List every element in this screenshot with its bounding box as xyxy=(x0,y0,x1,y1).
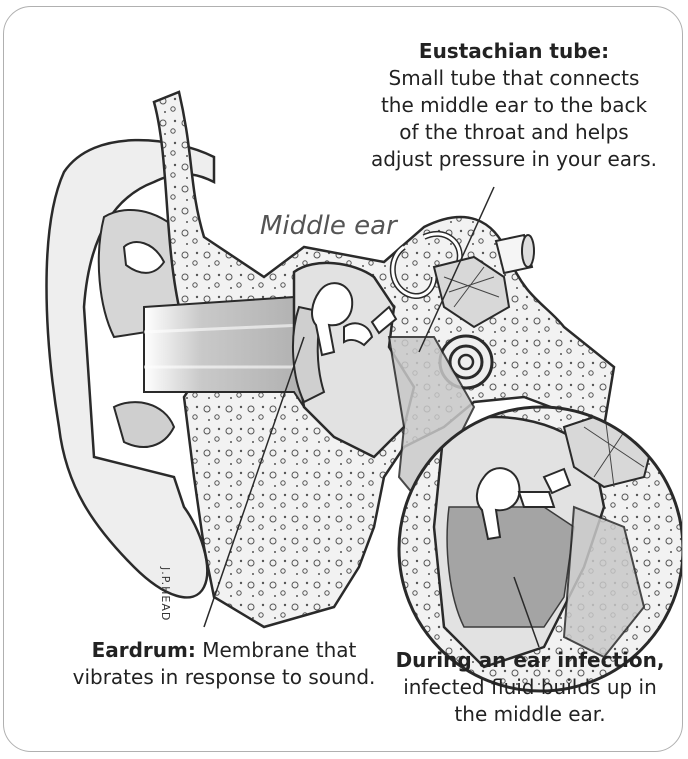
infection-line-2: the middle ear. xyxy=(372,701,683,728)
middle-ear-label: Middle ear xyxy=(260,211,397,241)
eustachian-line-4: adjust pressure in your ears. xyxy=(349,146,679,173)
infection-line-1: infected fluid builds up in xyxy=(372,674,683,701)
eustachian-line-3: of the throat and helps xyxy=(349,119,679,146)
ear-infection-callout: During an ear infection, infected fluid … xyxy=(372,647,683,728)
figure-card: Middle ear J.P.HEAD Eustachian tube: Sma… xyxy=(3,6,683,752)
eardrum-line-1: Membrane that xyxy=(196,638,357,662)
eardrum-callout: Eardrum: Membrane that vibrates in respo… xyxy=(64,637,384,691)
artist-signature: J.P.HEAD xyxy=(159,567,172,621)
eardrum-title: Eardrum: xyxy=(92,638,196,662)
eustachian-tube-callout: Eustachian tube: Small tube that connect… xyxy=(349,38,679,173)
eardrum-line-2: vibrates in response to sound. xyxy=(64,664,384,691)
eustachian-line-2: the middle ear to the back xyxy=(349,92,679,119)
eustachian-title: Eustachian tube: xyxy=(419,39,609,63)
infection-title: During an ear infection, xyxy=(396,648,665,672)
nerve-cylinder xyxy=(496,235,534,273)
eustachian-line-1: Small tube that connects xyxy=(349,65,679,92)
